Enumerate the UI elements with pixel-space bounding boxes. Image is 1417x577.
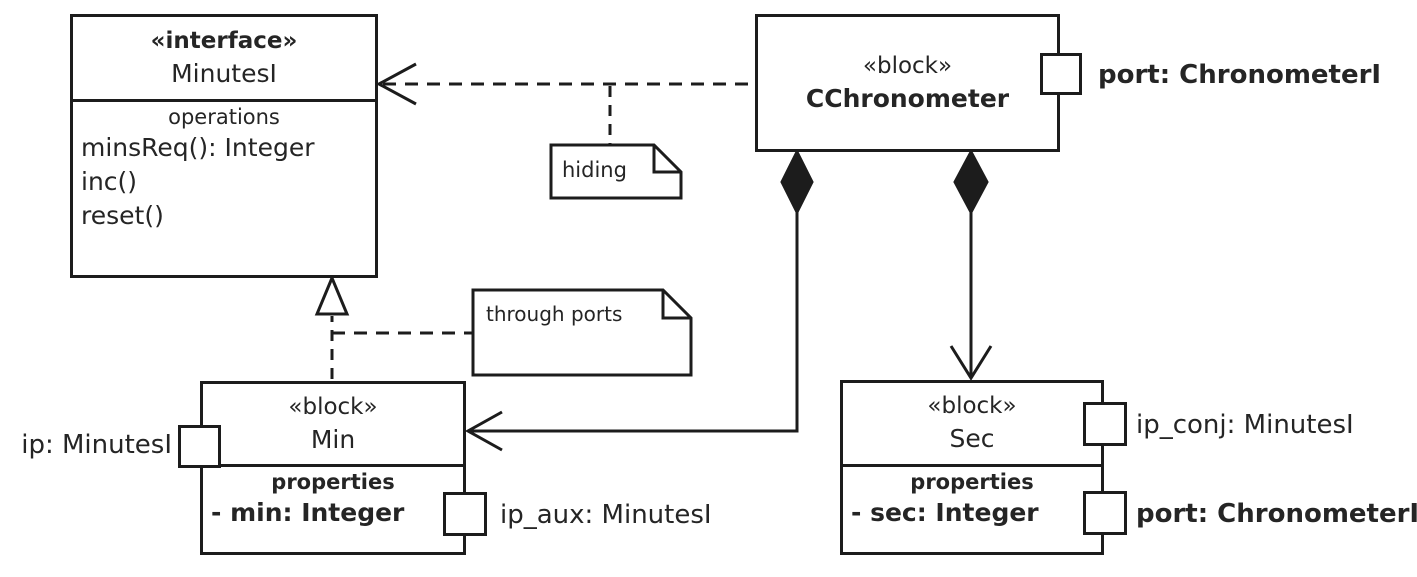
min-title-compartment: «block» Min — [203, 384, 463, 464]
minutesi-stereotype: «interface» — [150, 27, 298, 54]
minutesi-title-compartment: «interface» MinutesI — [73, 17, 375, 99]
sec-properties-compartment: properties - sec: Integer — [843, 464, 1101, 552]
filled-diamond-icon — [953, 148, 989, 216]
sec-stereotype: «block» — [927, 393, 1017, 420]
note-shape-hiding — [549, 143, 683, 200]
filled-diamond-icon — [780, 148, 814, 216]
composition-to-min — [464, 148, 814, 452]
sec-title-compartment: «block» Sec — [843, 383, 1101, 464]
minutesi-operations-compartment: operations minsReq(): Integer inc() rese… — [73, 99, 375, 275]
operation-reset: reset() — [81, 201, 164, 231]
note-fold-icon — [652, 145, 681, 174]
note-fold-icon — [661, 290, 691, 320]
open-arrowhead-icon — [949, 345, 993, 381]
block-box-min: «block» Min properties - min: Integer — [200, 381, 466, 555]
properties-compartment-label: properties — [271, 470, 395, 494]
sec-port-ip-conj-square — [1083, 402, 1127, 446]
hollow-triangle-icon — [314, 274, 350, 316]
min-properties-compartment: properties - min: Integer — [203, 464, 463, 552]
cchronometer-title-compartment: «block» CChronometer — [758, 51, 1057, 116]
open-arrowhead-icon — [464, 410, 503, 452]
sec-port-port-label: port: ChronometerI — [1136, 499, 1417, 529]
note-through-ports: through ports — [486, 302, 623, 326]
minutesi-name: MinutesI — [171, 58, 277, 88]
realization-arrow — [314, 274, 350, 379]
sec-port-port-square — [1083, 491, 1127, 535]
cchronometer-port-square — [1040, 53, 1082, 95]
property-min: - min: Integer — [211, 498, 405, 528]
sec-port-ip-conj-label: ip_conj: MinutesI — [1136, 410, 1354, 440]
note-shape-through-ports — [471, 288, 693, 377]
cchronometer-stereotype: «block» — [862, 52, 953, 79]
cchronometer-name: CChronometer — [805, 83, 1010, 113]
min-port-ip-label: ip: MinutesI — [21, 430, 172, 460]
interface-box-minutesi: «interface» MinutesI operations minsReq(… — [70, 14, 378, 278]
operations-compartment-label: operations — [168, 105, 280, 129]
properties-compartment-label: properties — [910, 470, 1034, 494]
block-box-cchronometer: «block» CChronometer — [755, 14, 1060, 152]
property-sec: - sec: Integer — [851, 498, 1039, 528]
sec-name: Sec — [949, 424, 995, 454]
dependency-arrow-hiding — [375, 62, 755, 106]
block-box-sec: «block» Sec properties - sec: Integer — [840, 380, 1104, 555]
composition-to-sec — [949, 148, 993, 381]
cchronometer-port-label: port: ChronometerI — [1098, 60, 1382, 90]
min-name: Min — [310, 424, 356, 454]
operation-inc: inc() — [81, 167, 138, 197]
min-port-ip-aux-square — [443, 492, 487, 536]
min-port-ip-aux-label: ip_aux: MinutesI — [500, 500, 712, 530]
min-port-ip-square — [178, 425, 221, 468]
operation-minsreq: minsReq(): Integer — [81, 133, 315, 163]
note-hiding: hiding — [562, 158, 627, 182]
open-arrowhead-icon — [375, 62, 417, 106]
min-stereotype: «block» — [288, 393, 378, 420]
